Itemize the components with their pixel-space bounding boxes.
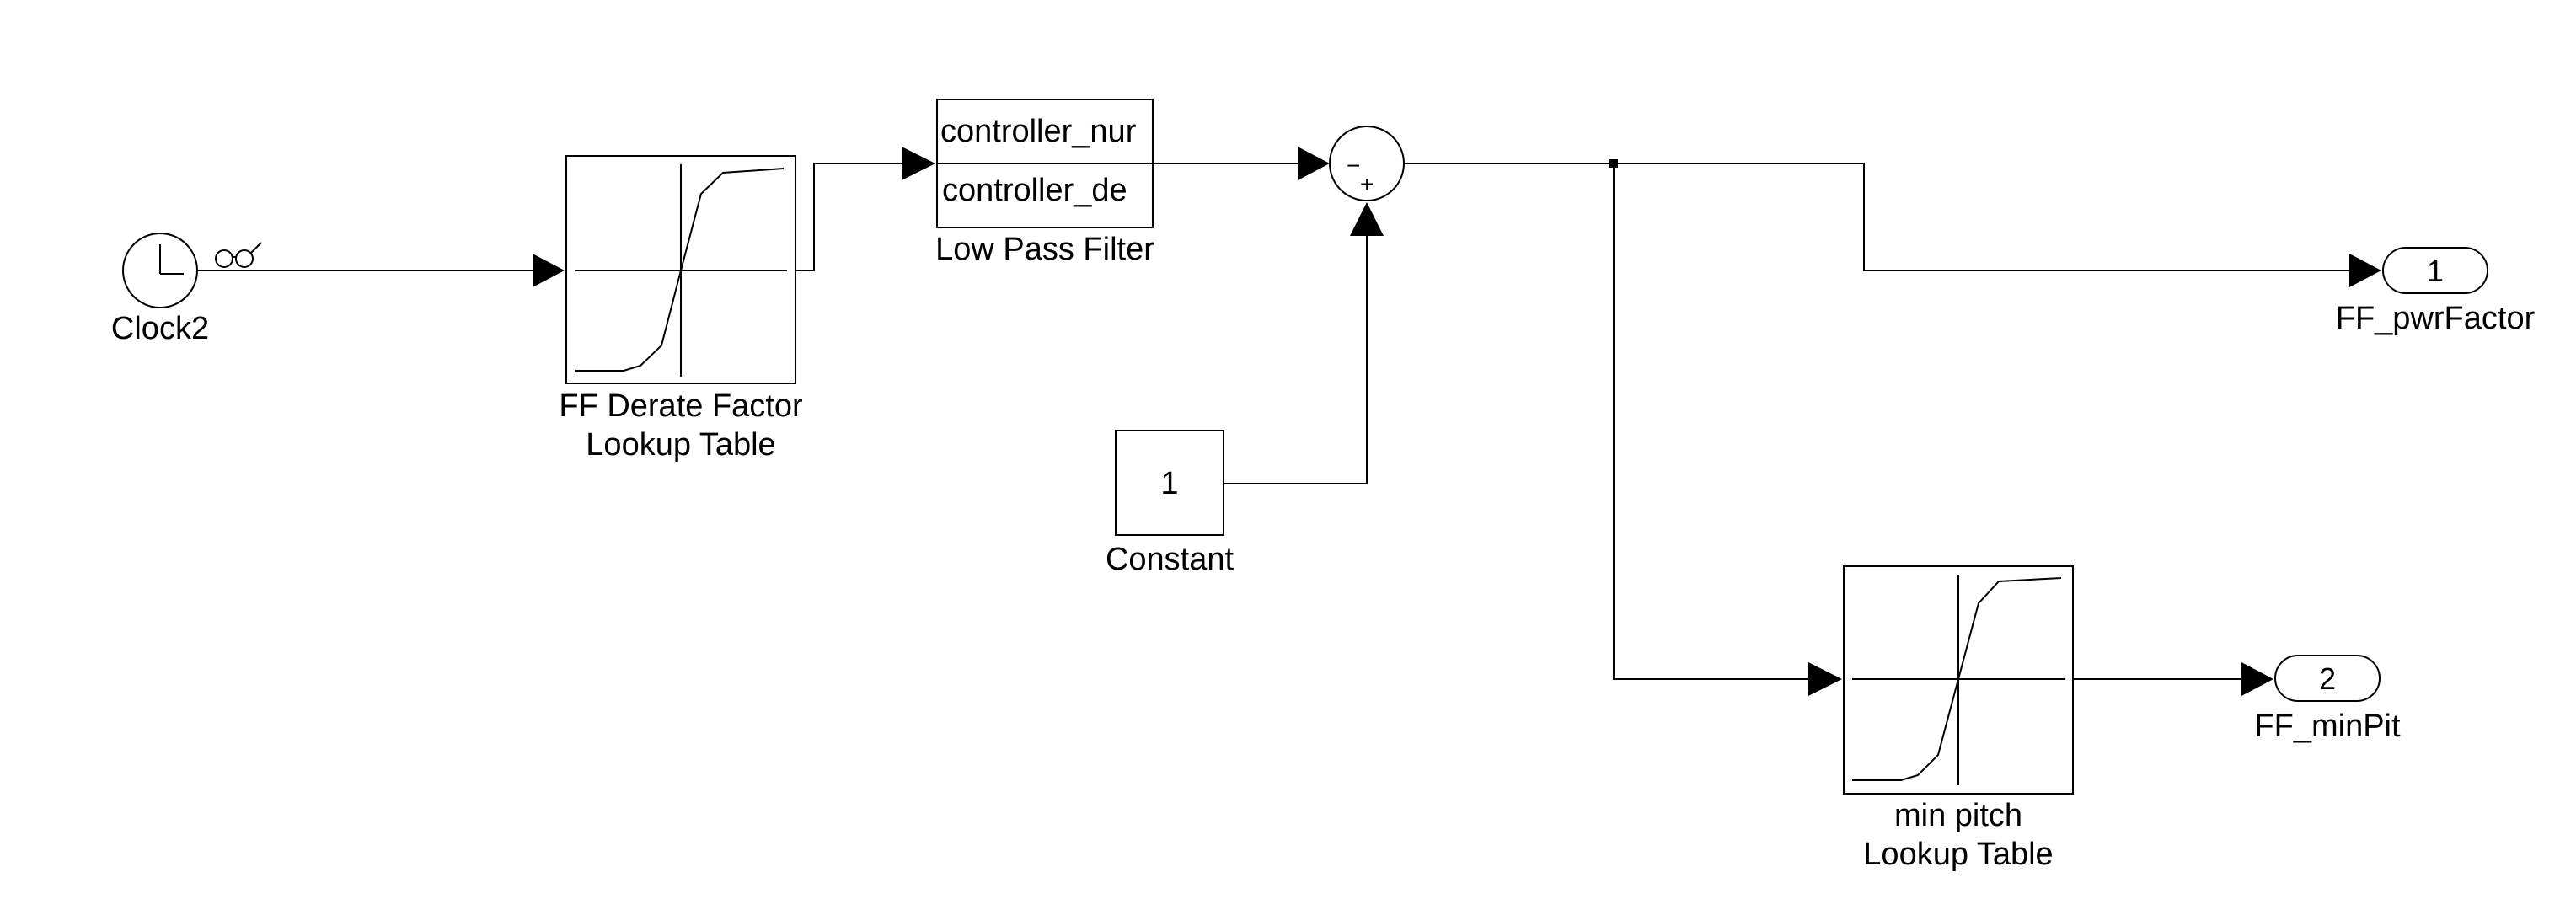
- clock-block[interactable]: [122, 233, 198, 308]
- filter-denominator: controller_de: [942, 173, 1127, 208]
- signal-constant-to-sum[interactable]: [1224, 202, 1384, 484]
- constant-label: Constant: [1106, 542, 1234, 577]
- low-pass-filter-label: Low Pass Filter: [935, 232, 1154, 267]
- clock-label: Clock2: [111, 311, 209, 346]
- min-pitch-lookup-table-block[interactable]: [1843, 565, 2074, 795]
- min-pitch-label-line2: Lookup Table: [1863, 837, 2053, 872]
- clock-icon: [159, 244, 184, 275]
- ff-derate-label-line1: FF Derate Factor: [559, 388, 803, 424]
- lookup-curve-icon: [575, 164, 787, 377]
- outport-1-number: 1: [2427, 254, 2444, 288]
- viewer-glasses-icon[interactable]: [215, 242, 262, 268]
- outport-1-label: FF_pwrFactor: [2336, 301, 2536, 336]
- signal-ff-derate-to-filter[interactable]: [795, 147, 935, 271]
- sum-plus-sign: +: [1360, 171, 1374, 197]
- constant-value: 1: [1160, 466, 1178, 501]
- signal-filter-to-sum[interactable]: [1153, 147, 1330, 180]
- sum-block[interactable]: − +: [1329, 126, 1405, 201]
- min-pitch-label-line1: min pitch: [1894, 798, 2022, 833]
- outport-2-label: FF_minPit: [2254, 709, 2401, 744]
- outport-1[interactable]: 1: [2382, 247, 2488, 294]
- filter-numerator: controller_nur: [940, 114, 1137, 149]
- lookup-curve-icon: [1852, 575, 2065, 785]
- low-pass-filter-block[interactable]: controller_nur controller_de: [936, 99, 1154, 228]
- constant-block[interactable]: 1: [1115, 430, 1224, 536]
- ff-derate-lookup-table-block[interactable]: [565, 155, 796, 384]
- signal-clock-to-ff-derate[interactable]: [197, 254, 565, 287]
- outport-2-number: 2: [2319, 661, 2336, 696]
- signal-sum-to-outputs[interactable]: [1404, 159, 2381, 696]
- outport-2[interactable]: 2: [2274, 655, 2381, 702]
- ff-derate-label-line2: Lookup Table: [586, 427, 775, 463]
- signal-min-pitch-to-outport2[interactable]: [2073, 662, 2273, 696]
- sum-minus-sign: −: [1347, 153, 1360, 179]
